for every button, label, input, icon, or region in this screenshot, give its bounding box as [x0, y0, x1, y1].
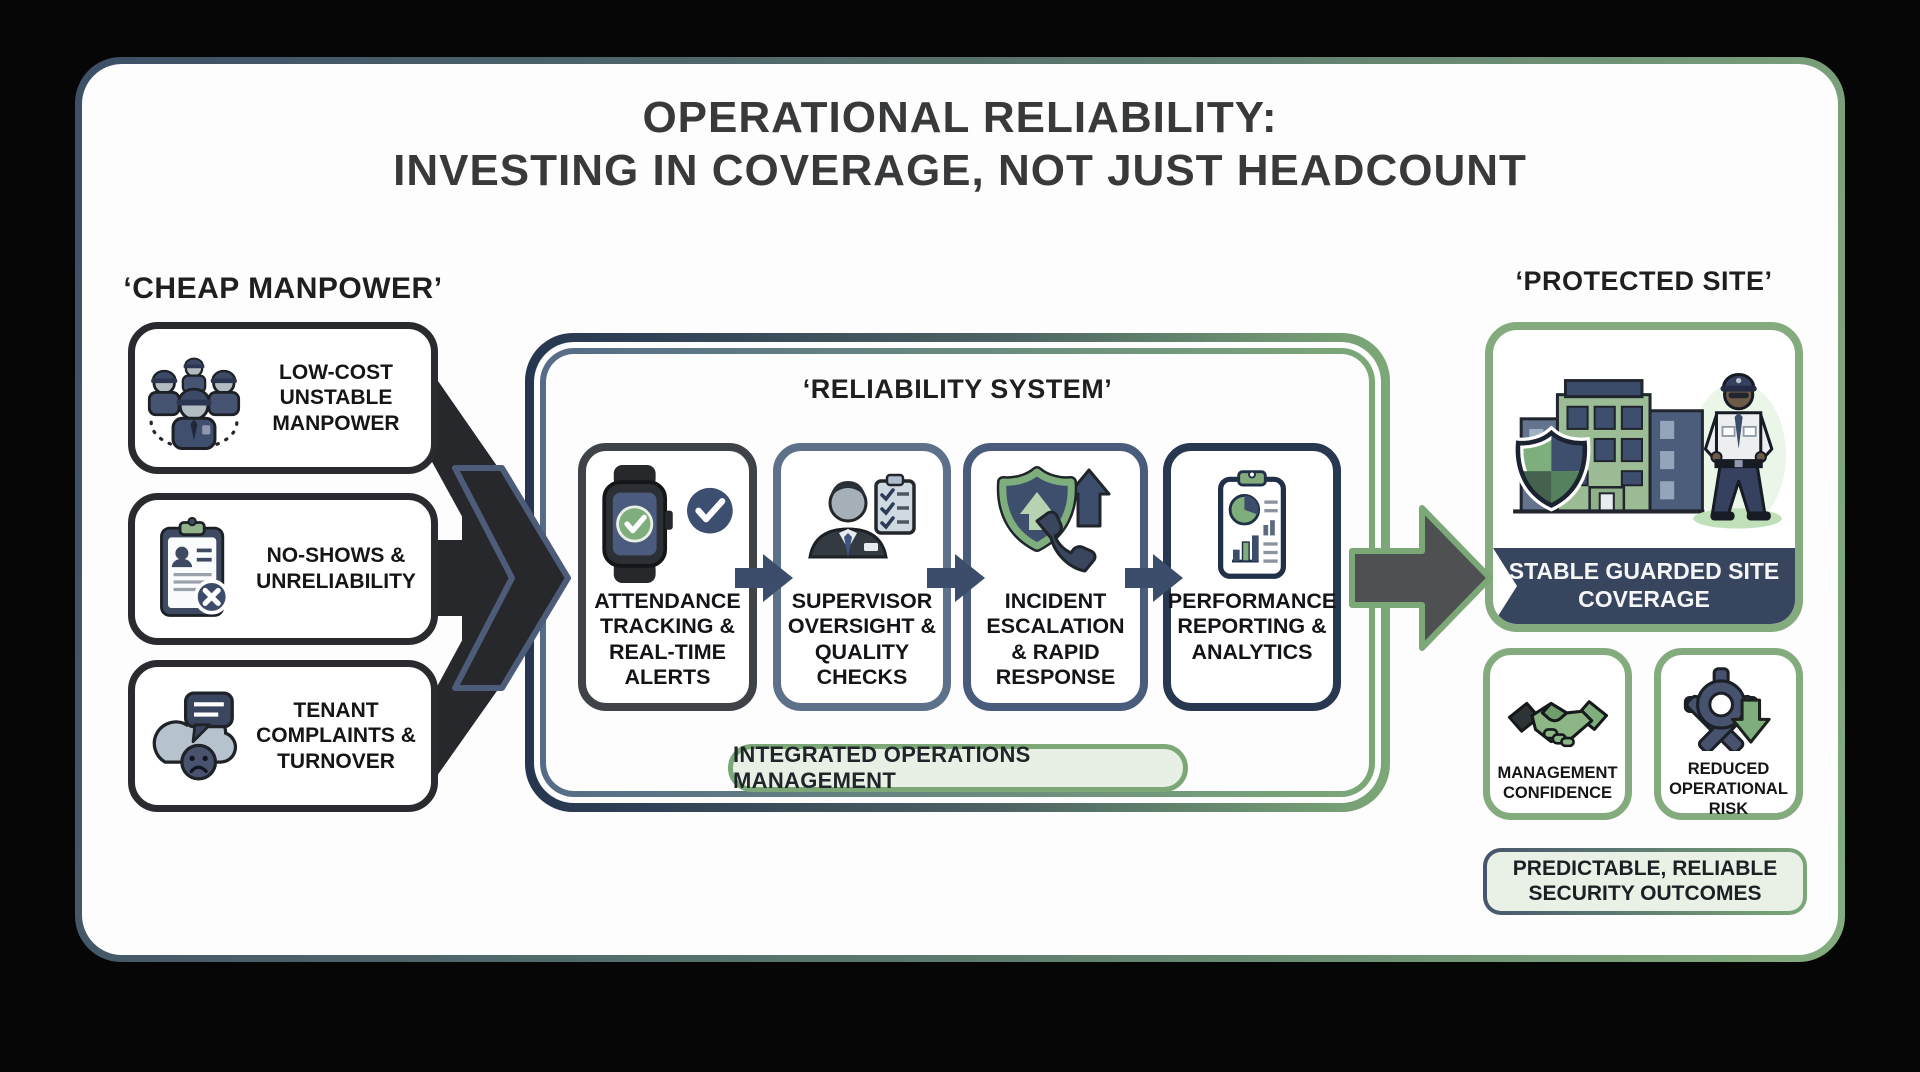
supervisor-checklist-icon — [800, 461, 924, 587]
protected-site-card: STABLE GUARDED SITE COVERAGE — [1485, 322, 1803, 632]
integrated-operations-pill: INTEGRATED OPERATIONS MANAGEMENT — [728, 742, 1188, 793]
shield-escalation-icon — [993, 461, 1119, 587]
gear-down-arrow-icon — [1681, 665, 1777, 751]
section-label-cheap-manpower: ‘CHEAP MANPOWER’ — [123, 272, 443, 305]
step-box-incident: INCIDENT ESCALATION & RAPID RESPONSE — [963, 443, 1148, 711]
section-label-protected-site: ‘PROTECTED SITE’ — [1515, 266, 1773, 296]
benefit-box-reduced-risk: REDUCED OPERATIONAL RISK — [1654, 648, 1803, 820]
page-title: OPERATIONAL RELIABILITY: INVESTING IN CO… — [75, 92, 1845, 198]
site-coverage-banner: STABLE GUARDED SITE COVERAGE — [1493, 548, 1795, 624]
page-title-line1: OPERATIONAL RELIABILITY: — [642, 93, 1278, 142]
analytics-report-icon — [1194, 461, 1310, 587]
step-label: INCIDENT ESCALATION & RAPID RESPONSE — [986, 589, 1125, 690]
pain-box-no-shows: NO-SHOWS & UNRELIABILITY — [128, 493, 438, 645]
clipboard-x-icon — [135, 515, 253, 623]
security-guard-figure — [1703, 373, 1774, 521]
step-label: ATTENDANCE TRACKING & REAL-TIME ALERTS — [594, 589, 741, 690]
complaint-cloud-icon — [135, 683, 253, 789]
smartwatch-check-icon — [589, 461, 747, 587]
benefit-box-management-confidence: MANAGEMENT CONFIDENCE — [1483, 648, 1632, 820]
pain-box-tenant-complaints: TENANT COMPLAINTS & TURNOVER — [128, 660, 438, 812]
step-box-supervisor: SUPERVISOR OVERSIGHT & QUALITY CHECKS — [773, 443, 951, 711]
guards-group-icon — [135, 344, 253, 452]
section-label-reliability-system: ‘RELIABILITY SYSTEM’ — [802, 374, 1113, 404]
building-guard-illustration — [1512, 373, 1786, 529]
benefit-label: REDUCED OPERATIONAL RISK — [1669, 760, 1788, 819]
page-title-line2: INVESTING IN COVERAGE, NOT JUST HEADCOUN… — [393, 145, 1527, 195]
step-label: PERFORMANCE REPORTING & ANALYTICS — [1167, 589, 1337, 664]
pain-box-low-cost-manpower: LOW-COST UNSTABLE MANPOWER — [128, 322, 438, 474]
pain-label: TENANT COMPLAINTS & TURNOVER — [256, 698, 416, 773]
step-box-attendance: ATTENDANCE TRACKING & REAL-TIME ALERTS — [578, 443, 757, 711]
benefit-label: MANAGEMENT CONFIDENCE — [1497, 764, 1618, 803]
step-box-analytics: PERFORMANCE REPORTING & ANALYTICS — [1163, 443, 1341, 711]
pain-label: LOW-COST UNSTABLE MANPOWER — [272, 360, 400, 435]
pain-label: NO-SHOWS & UNRELIABILITY — [256, 544, 416, 593]
handshake-icon — [1506, 665, 1610, 755]
outcome-pill: PREDICTABLE, RELIABLE SECURITY OUTCOMES — [1483, 848, 1807, 915]
shield-site-icon — [1512, 425, 1591, 512]
step-label: SUPERVISOR OVERSIGHT & QUALITY CHECKS — [787, 589, 937, 690]
outcome-text: PREDICTABLE, RELIABLE SECURITY OUTCOMES — [1487, 852, 1803, 911]
